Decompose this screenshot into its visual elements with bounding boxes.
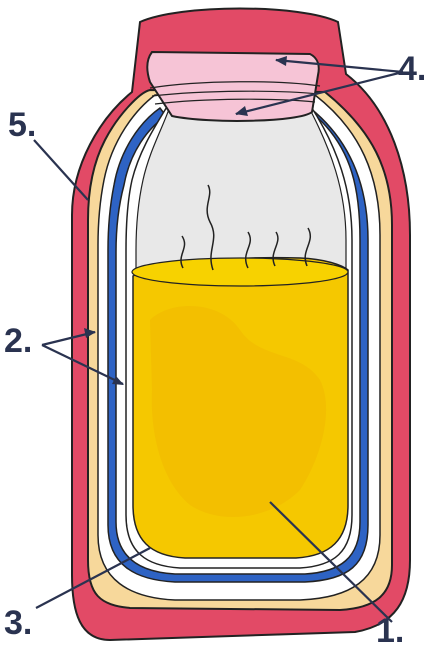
label-three: 3. — [4, 604, 32, 642]
liquid-surface — [132, 258, 348, 286]
label-five: 5. — [8, 106, 36, 144]
label-four: 4. — [398, 50, 426, 88]
label-one: 1. — [376, 612, 404, 650]
label-two: 2. — [4, 322, 32, 360]
